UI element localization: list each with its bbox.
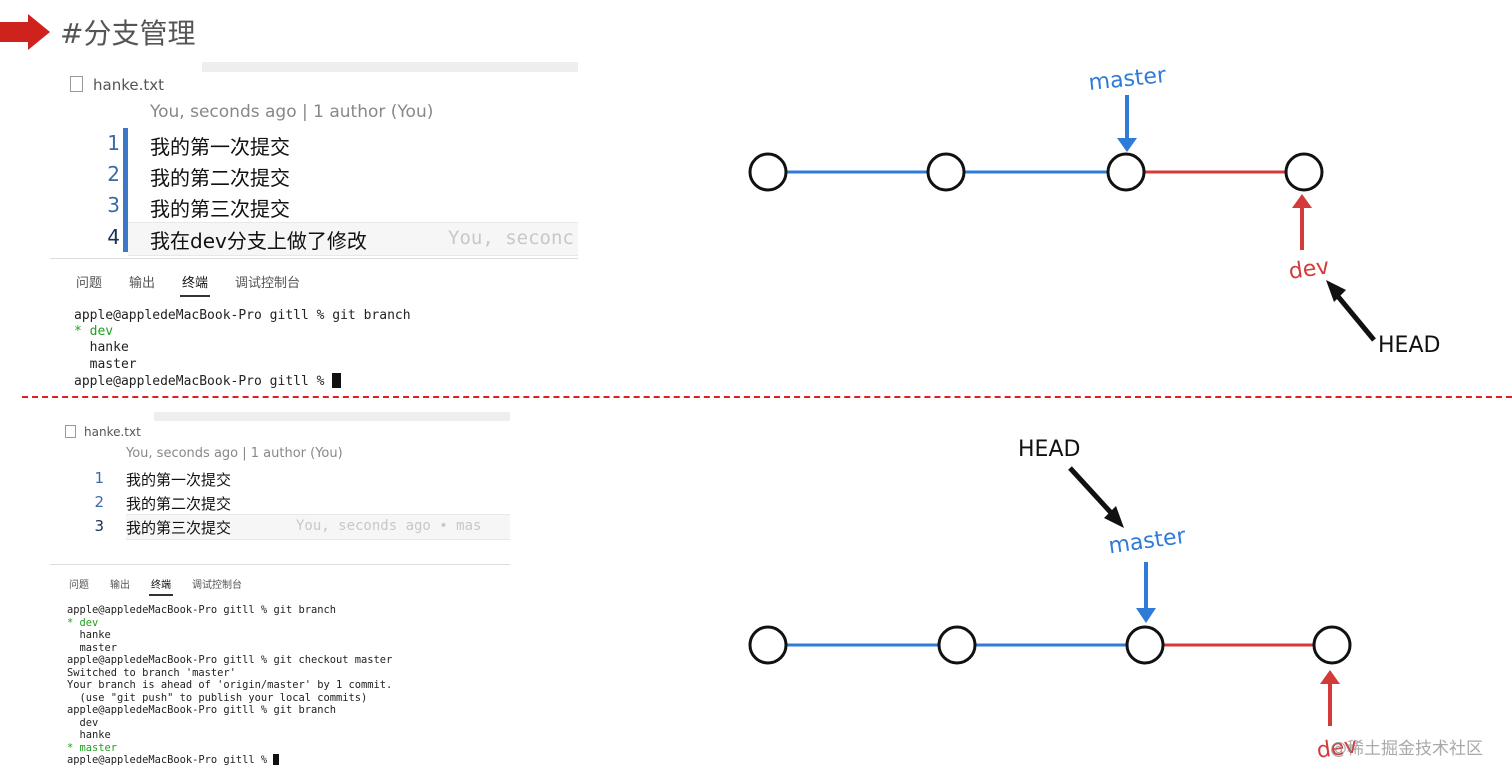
head-arrow-icon bbox=[1334, 292, 1376, 342]
line-number: 2 bbox=[107, 162, 120, 186]
file-header[interactable]: hanke.txt bbox=[70, 76, 164, 94]
tab-terminal[interactable]: 终端 bbox=[151, 580, 171, 591]
commit-node bbox=[748, 625, 788, 665]
terminal-line: * dev bbox=[67, 616, 99, 629]
terminal-line: * master bbox=[67, 741, 118, 754]
watermark: @稀土掘金技术社区 bbox=[1330, 739, 1483, 759]
commit-node bbox=[1106, 152, 1146, 192]
tab-problems[interactable]: 问题 bbox=[76, 276, 103, 291]
terminal-line: apple@appledeMacBook-Pro gitll % bbox=[67, 754, 274, 766]
terminal-line: hanke bbox=[67, 629, 111, 641]
head-arrowhead-icon bbox=[1326, 280, 1346, 302]
terminal-output[interactable]: apple@appledeMacBook-Pro gitll % git bra… bbox=[74, 308, 411, 390]
file-icon bbox=[70, 76, 83, 92]
branch-diagram-top: master dev HEAD bbox=[748, 50, 1442, 360]
editor-panel-bottom: hanke.txt You, seconds ago | 1 author (Y… bbox=[50, 412, 510, 564]
active-tab-indicator bbox=[180, 295, 210, 297]
code-line[interactable]: 我在dev分支上做了修改 bbox=[150, 229, 367, 253]
master-arrowhead-icon bbox=[1136, 608, 1156, 623]
line-number: 3 bbox=[107, 193, 120, 217]
dev-label: dev bbox=[1287, 254, 1331, 284]
page-title: #分支管理 bbox=[60, 17, 196, 50]
section-divider bbox=[22, 396, 1512, 398]
code-line[interactable]: 我的第三次提交 bbox=[150, 197, 290, 221]
commit-node bbox=[1312, 625, 1352, 665]
terminal-line: master bbox=[67, 641, 118, 654]
terminal-panel-bottom: 问题 输出 终端 调试控制台 apple@appledeMacBook-Pro … bbox=[50, 564, 510, 775]
editor-panel-top: hanke.txt You, seconds ago | 1 author (Y… bbox=[50, 62, 578, 258]
commit-node bbox=[748, 152, 788, 192]
line-number: 1 bbox=[107, 131, 120, 155]
terminal-line: * dev bbox=[74, 324, 114, 340]
inline-blame: You, seconc bbox=[448, 227, 574, 249]
terminal-line: Your branch is ahead of 'origin/master' … bbox=[67, 679, 393, 691]
file-name: hanke.txt bbox=[93, 76, 164, 94]
terminal-line: hanke bbox=[67, 729, 111, 741]
file-icon bbox=[65, 425, 76, 438]
commit-node bbox=[937, 625, 977, 665]
commit-node bbox=[1125, 625, 1165, 665]
terminal-line: apple@appledeMacBook-Pro gitll % git bra… bbox=[67, 704, 336, 716]
tab-terminal[interactable]: 终端 bbox=[182, 276, 209, 291]
line-number: 2 bbox=[94, 493, 104, 511]
code-line[interactable]: 我的第三次提交 bbox=[126, 519, 232, 537]
master-label: master bbox=[1107, 524, 1188, 560]
code-line[interactable]: 我的第二次提交 bbox=[150, 166, 290, 190]
dev-label: dev bbox=[1315, 733, 1359, 763]
terminal-line: apple@appledeMacBook-Pro gitll % git bra… bbox=[74, 308, 411, 323]
line-number: 1 bbox=[94, 469, 104, 487]
head-label: HEAD bbox=[1018, 437, 1080, 462]
terminal-line: master bbox=[74, 356, 137, 372]
terminal-line: apple@appledeMacBook-Pro gitll % git che… bbox=[67, 654, 393, 666]
blame-header[interactable]: You, seconds ago | 1 author (You) bbox=[126, 446, 343, 461]
terminal-line: (use "git push" to publish your local co… bbox=[67, 691, 368, 704]
tab-debug-console[interactable]: 调试控制台 bbox=[192, 580, 242, 591]
arrow-right-icon bbox=[0, 14, 50, 50]
tab-strip bbox=[202, 62, 578, 72]
git-gutter-bar bbox=[123, 128, 128, 252]
terminal-cursor bbox=[332, 372, 342, 388]
current-line-highlight bbox=[126, 514, 510, 540]
commit-node bbox=[1284, 152, 1324, 192]
dev-arrowhead-icon bbox=[1292, 194, 1312, 208]
tab-output[interactable]: 输出 bbox=[110, 580, 130, 591]
code-line[interactable]: 我的第一次提交 bbox=[126, 471, 232, 489]
blame-header[interactable]: You, seconds ago | 1 author (You) bbox=[150, 102, 434, 122]
file-name: hanke.txt bbox=[84, 425, 141, 439]
master-label: master bbox=[1087, 63, 1168, 96]
code-line[interactable]: 我的第二次提交 bbox=[126, 495, 232, 513]
active-tab-indicator bbox=[149, 594, 173, 596]
file-header[interactable]: hanke.txt bbox=[65, 425, 141, 439]
head-label: HEAD bbox=[1378, 333, 1440, 358]
commit-node bbox=[926, 152, 966, 192]
line-number: 4 bbox=[107, 225, 120, 249]
tab-debug-console[interactable]: 调试控制台 bbox=[235, 276, 301, 291]
dev-arrowhead-icon bbox=[1320, 670, 1340, 684]
terminal-line: Switched to branch 'master' bbox=[67, 666, 236, 679]
terminal-panel-top: 问题 输出 终端 调试控制台 apple@appledeMacBook-Pro … bbox=[50, 258, 578, 393]
terminal-line: dev bbox=[67, 716, 99, 729]
terminal-output[interactable]: apple@appledeMacBook-Pro gitll % git bra… bbox=[67, 604, 392, 767]
inline-blame: You, seconds ago • mas bbox=[296, 518, 482, 534]
current-line-highlight bbox=[128, 222, 578, 256]
tab-strip bbox=[154, 412, 510, 421]
terminal-line: apple@appledeMacBook-Pro gitll % git bra… bbox=[67, 604, 336, 616]
terminal-line: hanke bbox=[74, 340, 129, 356]
line-number: 3 bbox=[94, 517, 104, 535]
head-arrow-icon bbox=[1068, 466, 1116, 518]
terminal-line: apple@appledeMacBook-Pro gitll % bbox=[74, 373, 333, 389]
terminal-cursor bbox=[273, 754, 280, 765]
head-arrowhead-icon bbox=[1104, 506, 1124, 528]
tab-problems[interactable]: 问题 bbox=[69, 580, 89, 591]
master-arrowhead-icon bbox=[1117, 138, 1137, 152]
tab-output[interactable]: 输出 bbox=[129, 276, 156, 291]
branch-diagram-bottom: HEAD master dev bbox=[748, 420, 1458, 770]
code-line[interactable]: 我的第一次提交 bbox=[150, 135, 290, 159]
